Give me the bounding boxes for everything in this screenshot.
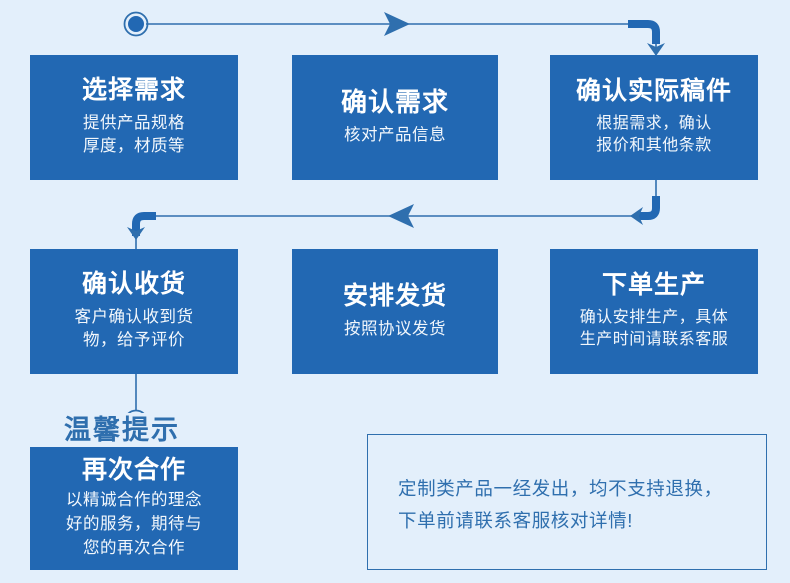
step-description: 根据需求，确认 报价和其他条款 bbox=[596, 113, 712, 158]
step-description-line: 厚度，材质等 bbox=[83, 137, 185, 156]
step-description-line: 确认安排生产，具体 bbox=[579, 308, 729, 326]
step-description-line: 物，给予评价 bbox=[83, 331, 185, 350]
step-box-confirm-demand[interactable]: 确认需求 核对产品信息 bbox=[292, 55, 498, 180]
step-description-line: 根据需求，确认 bbox=[596, 114, 712, 132]
step-description-line: 报价和其他条款 bbox=[596, 137, 712, 155]
step-title: 确认收货 bbox=[81, 270, 186, 299]
connector-row2 bbox=[135, 180, 657, 249]
step-description: 提供产品规格 厚度，材质等 bbox=[83, 112, 185, 159]
step-box-confirm-receipt[interactable]: 确认收货 客户确认收到货 物，给予评价 bbox=[30, 249, 238, 374]
arrowhead-right-row1 bbox=[384, 12, 410, 36]
step-box-cooperate-again[interactable]: 再次合作 以精诚合作的理念 好的服务，期待与 您的再次合作 bbox=[30, 447, 238, 570]
step-title: 确认需求 bbox=[340, 87, 449, 118]
step-box-confirm-draft[interactable]: 确认实际稿件 根据需求，确认 报价和其他条款 bbox=[550, 55, 758, 180]
tip-panel-title: 温馨提示 bbox=[53, 413, 191, 447]
step-description: 核对产品信息 bbox=[344, 124, 446, 147]
step-box-select-demand[interactable]: 选择需求 提供产品规格 厚度，材质等 bbox=[30, 55, 238, 180]
arrowhead-down-row2 bbox=[127, 227, 145, 240]
step-description-line: 生产时间请联系客服 bbox=[579, 331, 729, 349]
step-box-place-order[interactable]: 下单生产 确认安排生产，具体 生产时间请联系客服 bbox=[550, 249, 758, 374]
step-description-line: 提供产品规格 bbox=[83, 113, 185, 132]
connector-row2-elbow-left bbox=[132, 212, 156, 236]
tip-line: 下单前请联系客服核对详情! bbox=[398, 510, 633, 532]
step-description: 按照协议发货 bbox=[344, 318, 446, 341]
step-description: 以精诚合作的理念 好的服务，期待与 您的再次合作 bbox=[66, 489, 202, 561]
connector-row1 bbox=[146, 23, 657, 55]
arrowhead-left-row2-right bbox=[630, 207, 643, 225]
step-title: 再次合作 bbox=[81, 455, 186, 484]
tip-panel bbox=[367, 434, 767, 570]
step-title: 确认实际稿件 bbox=[575, 77, 732, 106]
step-description-line: 核对产品信息 bbox=[344, 126, 446, 145]
start-circle-icon bbox=[123, 11, 149, 37]
tip-panel-body: 定制类产品一经发出，均不支持退换， 下单前请联系客服核对详情! bbox=[398, 473, 758, 537]
step-description-line: 您的再次合作 bbox=[83, 539, 185, 558]
step-description-line: 以精诚合作的理念 bbox=[66, 491, 202, 510]
step-title: 下单生产 bbox=[601, 271, 706, 300]
step-box-arrange-ship[interactable]: 安排发货 按照协议发货 bbox=[292, 249, 498, 374]
tip-line: 定制类产品一经发出，均不支持退换， bbox=[398, 478, 723, 499]
connector-row1-elbow bbox=[628, 20, 660, 44]
step-description-line: 按照协议发货 bbox=[344, 319, 446, 338]
step-title: 安排发货 bbox=[342, 282, 447, 311]
step-description: 客户确认收到货 物，给予评价 bbox=[75, 306, 194, 353]
arrowhead-left-row2 bbox=[388, 204, 414, 228]
step-description: 确认安排生产，具体 生产时间请联系客服 bbox=[580, 307, 729, 352]
step-title: 选择需求 bbox=[81, 76, 186, 105]
connector-row2-elbow-right bbox=[636, 196, 660, 220]
step-description-line: 好的服务，期待与 bbox=[66, 515, 202, 534]
step-description-line: 客户确认收到货 bbox=[74, 307, 194, 326]
